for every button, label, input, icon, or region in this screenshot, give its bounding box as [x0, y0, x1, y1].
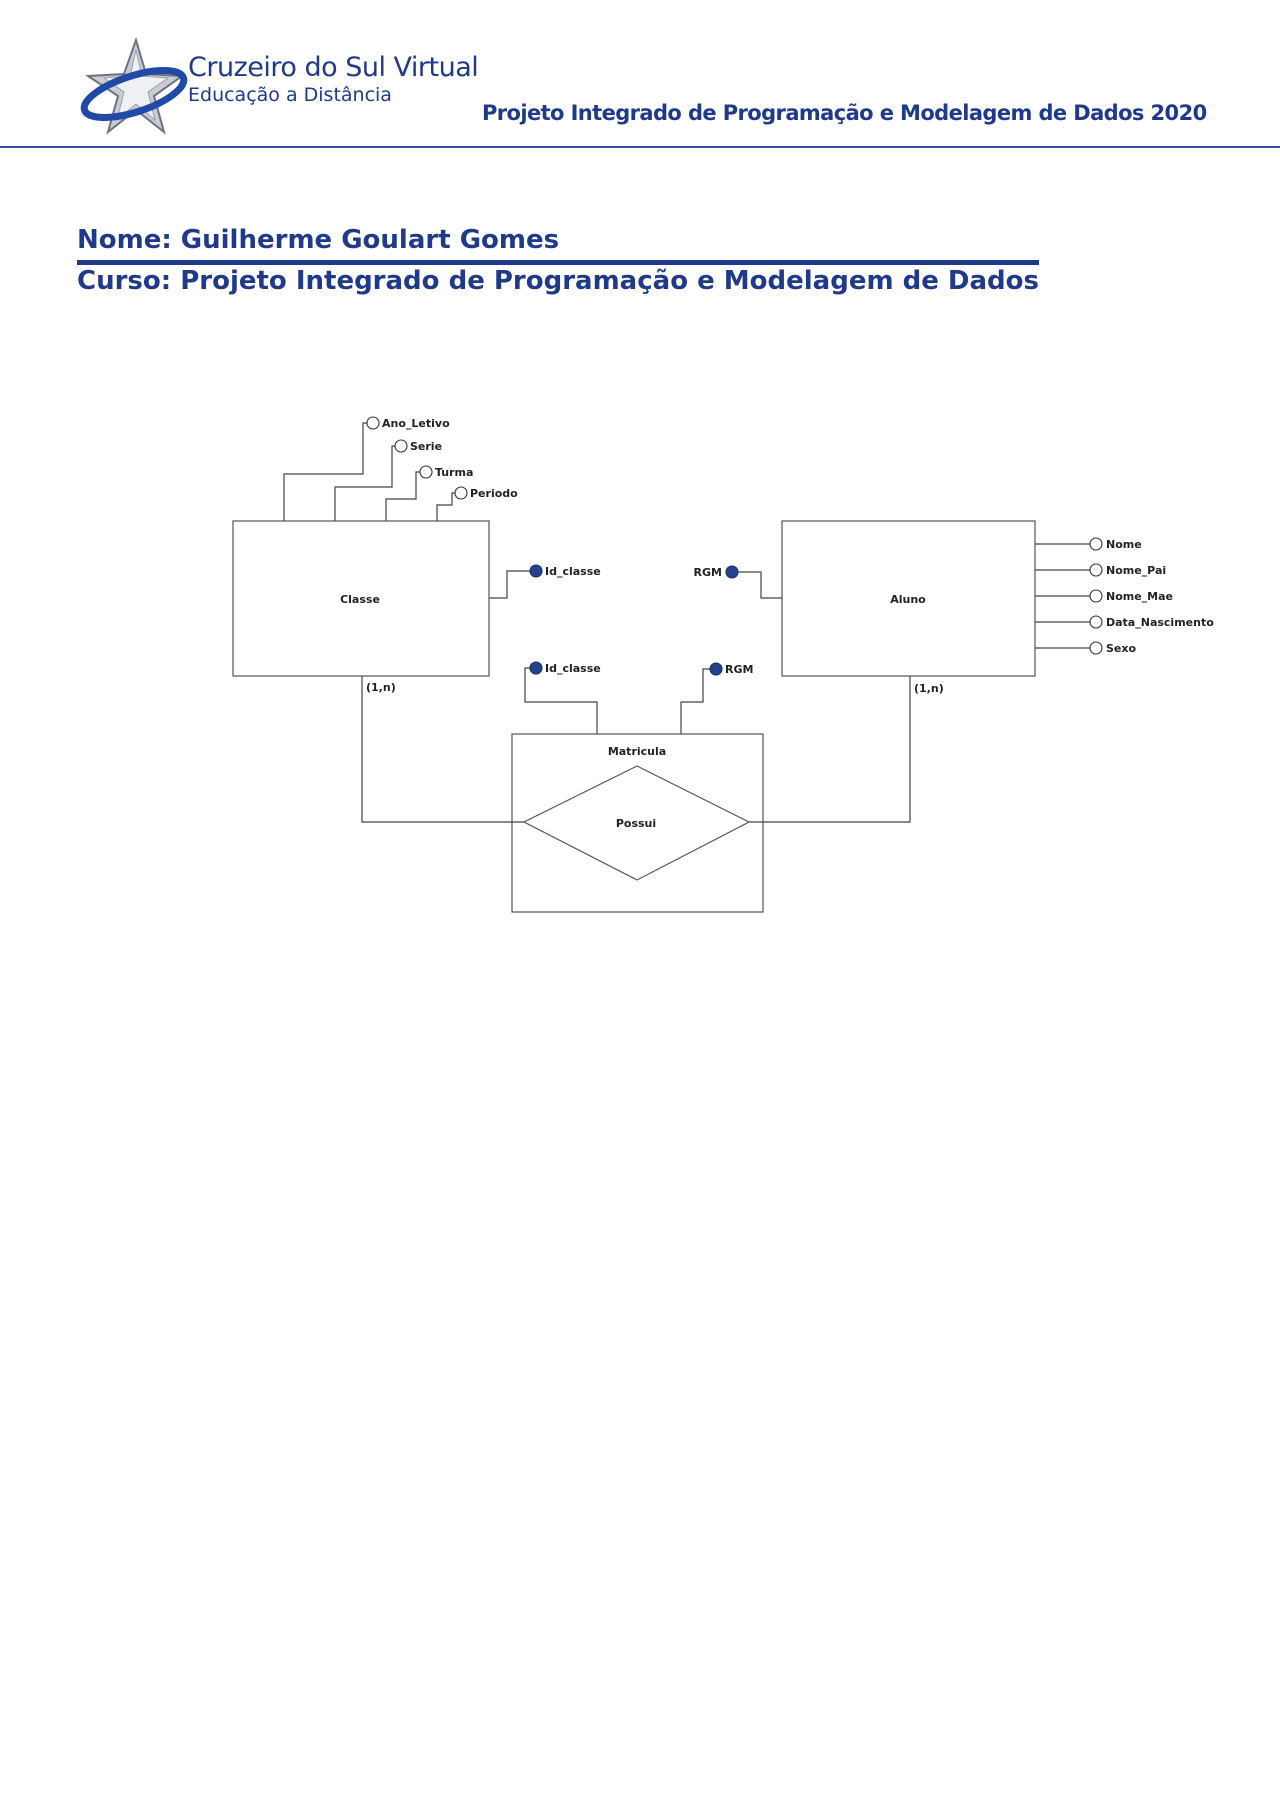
attribute-label: Nome_Mae — [1106, 590, 1173, 603]
attribute-label: Serie — [410, 440, 442, 453]
connector-aluno-possui — [749, 676, 911, 823]
header-divider — [0, 146, 1280, 148]
attribute-nome-pai[interactable] — [1089, 563, 1103, 577]
attribute-ano-letivo[interactable] — [366, 416, 380, 430]
attribute-label: Ano_Letivo — [382, 417, 450, 430]
student-name: Nome: Guilherme Goulart Gomes — [77, 225, 560, 255]
attribute-periodo[interactable] — [454, 486, 468, 500]
logo-subtitle: Educação a Distância — [188, 84, 392, 106]
key-attribute-label: RGM — [725, 663, 753, 676]
attribute-data-nascimento[interactable] — [1089, 615, 1103, 629]
relationship-label: Possui — [616, 817, 656, 830]
header-title: Projeto Integrado de Programação e Model… — [482, 101, 1207, 125]
key-attribute-label: Id_classe — [545, 565, 601, 578]
attribute-label: Turma — [435, 466, 473, 479]
entity-matricula-label: Matricula — [608, 745, 666, 758]
attribute-label: Sexo — [1106, 642, 1136, 655]
attribute-label: Data_Nascimento — [1106, 616, 1214, 629]
attribute-serie[interactable] — [394, 439, 408, 453]
key-attribute-rgm[interactable] — [725, 565, 739, 579]
star-orbit-logo-icon — [80, 36, 188, 135]
key-attribute-label: Id_classe — [545, 662, 601, 675]
key-attribute-rgm[interactable] — [709, 662, 723, 676]
attribute-turma[interactable] — [419, 465, 433, 479]
entity-aluno-label: Aluno — [890, 593, 926, 606]
attribute-nome[interactable] — [1089, 537, 1103, 551]
attribute-label: Periodo — [470, 487, 518, 500]
cardinality-classe: (1,n) — [366, 681, 396, 694]
cardinality-aluno: (1,n) — [914, 682, 944, 695]
attribute-label: Nome — [1106, 538, 1142, 551]
key-attribute-id-classe[interactable] — [529, 661, 543, 675]
attribute-label: Nome_Pai — [1106, 564, 1166, 577]
key-attribute-label: RGM — [694, 566, 722, 579]
attribute-nome-mae[interactable] — [1089, 589, 1103, 603]
course-name: Curso: Projeto Integrado de Programação … — [77, 266, 1039, 296]
entity-classe-label: Classe — [340, 593, 380, 606]
attribute-sexo[interactable] — [1089, 641, 1103, 655]
entity-aluno[interactable] — [781, 520, 1036, 677]
page-header: Cruzeiro do Sul Virtual Educação a Distâ… — [0, 0, 1280, 150]
connector-classe-possui — [361, 676, 524, 823]
relationship-possui[interactable] — [522, 765, 751, 881]
key-attribute-id-classe[interactable] — [529, 564, 543, 578]
logo-title: Cruzeiro do Sul Virtual — [188, 52, 479, 83]
name-divider — [77, 260, 1039, 265]
